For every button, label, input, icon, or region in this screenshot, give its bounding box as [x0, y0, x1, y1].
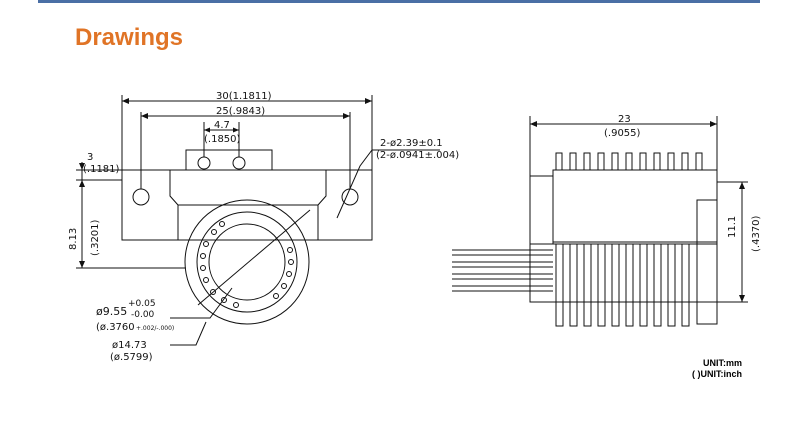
unit-inch: ( )UNIT:inch	[692, 369, 742, 379]
dim-side-height-in: (.4370)	[751, 215, 762, 252]
pin-left	[197, 156, 211, 170]
side-housing	[552, 169, 718, 243]
side-top-pins	[555, 152, 703, 171]
hole-callout-in: (2-ø.0941±.004)	[376, 150, 459, 161]
rotor-bore	[208, 223, 286, 301]
bore-tol-minus: -0.00	[131, 310, 155, 320]
hole-callout-mm: 2-ø2.39±0.1	[380, 138, 443, 149]
bore-in-tol: +.002/-.000)	[136, 325, 174, 332]
side-wires	[452, 249, 553, 292]
dim-side-length-in: (.9055)	[604, 128, 641, 139]
unit-legend: UNIT:mm ( )UNIT:inch	[676, 358, 742, 380]
dim-pin-pitch-mm: 4.7	[214, 120, 230, 131]
dim-hole-span: 25(.9843)	[216, 106, 265, 117]
pin-right	[232, 156, 246, 170]
dim-overall: 30(1.1811)	[216, 91, 272, 102]
rotor-ring	[196, 211, 298, 313]
dim-side-height-mm: 11.1	[727, 216, 738, 238]
mount-hole-left	[132, 188, 150, 206]
od-mm: ø14.73	[112, 340, 147, 351]
dim-side-length-mm: 23	[618, 114, 631, 125]
dim-height-in: (.3201)	[90, 219, 101, 256]
dim-flange-in: (.1181)	[83, 164, 120, 175]
bore-tol-plus: +0.05	[128, 299, 156, 309]
dim-flange-mm: 3	[87, 152, 93, 163]
ring-contacts	[200, 221, 294, 308]
unit-mm: UNIT:mm	[702, 358, 742, 368]
bore-in: (ø.3760	[96, 322, 135, 333]
mount-hole-right	[341, 188, 359, 206]
dim-height-mm: 8.13	[68, 228, 79, 250]
side-bottom-fins	[555, 243, 690, 327]
top-rule	[38, 0, 760, 3]
rotor-outer	[184, 199, 310, 325]
od-in: (ø.5799)	[110, 352, 153, 363]
page-title: Drawings	[75, 24, 184, 51]
pin-boss	[185, 149, 273, 171]
dim-pin-pitch-in: (.1850)	[204, 134, 241, 145]
bore-mm: ø9.55	[96, 305, 127, 318]
